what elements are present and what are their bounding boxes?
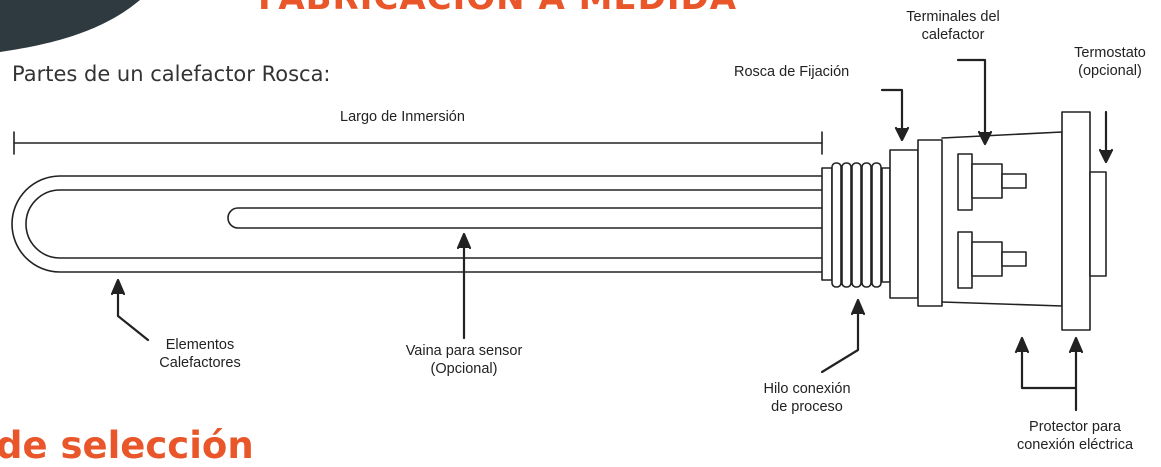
immersion-length-dimension: [13, 131, 823, 155]
label-hilo: Hilo conexión de proceso: [744, 380, 870, 416]
arrow-terminales: [956, 58, 987, 142]
label-largo-inmersion: Largo de Inmersión: [340, 109, 465, 125]
fixing-nut: [889, 139, 943, 307]
corner-decoration: [0, 0, 140, 52]
label-terminales-line2: calefactor: [921, 27, 985, 43]
label-hilo-line1: Hilo conexión: [763, 381, 851, 397]
sensor-sheath: [227, 207, 826, 229]
page-top-title: FABRICACIÓN A MEDIDA: [258, 0, 737, 18]
arrow-hilo: [820, 304, 860, 374]
label-elementos-line1: Elementos: [165, 337, 235, 353]
label-termostato-line1: Termostato: [1074, 45, 1146, 61]
protector-plate: [1061, 111, 1091, 331]
label-vaina-line1: Vaina para sensor: [405, 343, 523, 359]
arrow-rosca: [880, 88, 904, 138]
diagram-intro-text: Partes de un calefactor Rosca:: [12, 62, 331, 86]
label-vaina-line2: (Opcional): [430, 361, 498, 377]
heater-terminals: [957, 153, 1027, 289]
label-elementos: Elementos Calefactores: [140, 336, 260, 372]
label-protector-line2: conexión eléctrica: [1016, 437, 1134, 453]
arrow-protector: [1020, 342, 1078, 412]
label-terminales-line1: Terminales del: [906, 9, 1000, 25]
label-terminales: Terminales del calefactor: [888, 8, 1018, 44]
heating-elements: [11, 175, 826, 273]
process-thread: [821, 162, 891, 288]
arrow-elementos: [116, 284, 150, 342]
label-protector-line1: Protector para: [1029, 419, 1121, 435]
label-protector: Protector para conexión eléctrica: [1000, 418, 1150, 454]
label-termostato: Termostato (opcional): [1062, 44, 1158, 80]
label-elementos-line2: Calefactores: [159, 355, 241, 371]
label-hilo-line2: de proceso: [771, 399, 843, 415]
label-vaina: Vaina para sensor (Opcional): [384, 342, 544, 378]
thermostat: [1089, 171, 1107, 277]
label-rosca-fijacion: Rosca de Fijación: [734, 64, 850, 80]
label-termostato-line2: (opcional): [1078, 63, 1142, 79]
